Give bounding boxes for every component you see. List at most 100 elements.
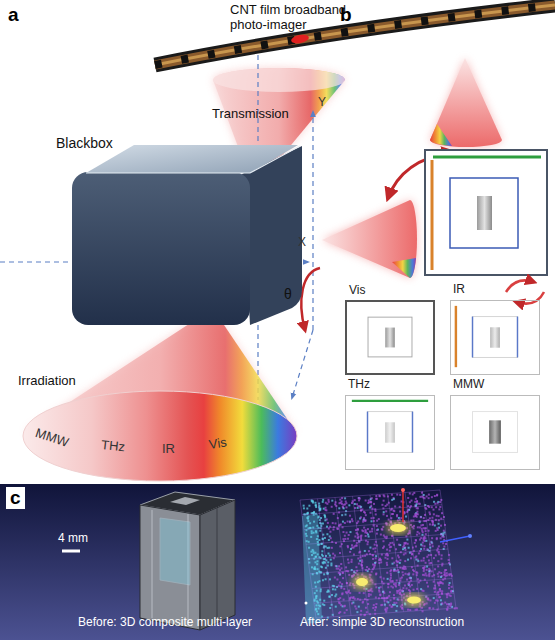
cloud-point — [376, 525, 378, 527]
view-panel: MMW — [450, 395, 540, 470]
cloud-point — [322, 499, 324, 501]
composite-square — [425, 150, 547, 275]
cloud-point — [325, 509, 327, 511]
cloud-point — [420, 516, 422, 518]
cloud-point — [399, 494, 401, 496]
cloud-point — [431, 517, 433, 519]
cloud-point — [357, 505, 359, 507]
cloud-point — [371, 520, 373, 522]
render-axis — [440, 536, 470, 542]
cloud-point — [344, 497, 346, 499]
cloud-point — [354, 499, 356, 501]
cloud-point — [433, 597, 435, 599]
cloud-point — [320, 566, 322, 568]
cloud-point — [323, 558, 325, 560]
cloud-point — [323, 600, 325, 602]
cloud-point — [408, 572, 410, 574]
cloud-point — [315, 504, 317, 506]
cloud-point — [440, 525, 442, 527]
cloud-point — [379, 594, 381, 596]
cloud-point — [351, 559, 353, 561]
cloud-point — [406, 539, 408, 541]
core-bar — [477, 196, 492, 230]
cloud-point — [433, 513, 435, 515]
cloud-point — [389, 591, 391, 593]
cloud-point — [365, 535, 367, 537]
cloud-point — [426, 565, 428, 567]
cloud-point — [409, 577, 411, 579]
cloud-point — [335, 594, 337, 596]
cloud-point — [403, 553, 405, 555]
cloud-point — [425, 540, 427, 542]
cube-top — [86, 145, 298, 173]
cloud-point — [398, 592, 400, 594]
cloud-point — [391, 606, 393, 608]
cloud-point — [433, 557, 435, 559]
cloud-point — [337, 528, 339, 530]
cloud-point — [413, 527, 415, 529]
cloud-point — [356, 545, 358, 547]
cloud-point — [399, 519, 401, 521]
pixel-blocks — [155, 5, 555, 65]
cloud-point — [341, 593, 343, 595]
cloud-point — [321, 566, 323, 568]
cloud-point — [342, 521, 344, 523]
cloud-point — [374, 544, 376, 546]
cloud-point — [410, 500, 412, 502]
cloud-point — [357, 507, 359, 509]
cloud-point — [438, 515, 440, 517]
thz-layer-line — [352, 400, 428, 402]
cloud-point — [426, 495, 428, 497]
cloud-point — [441, 582, 443, 584]
cloud-point — [410, 577, 412, 579]
cloud-point — [389, 542, 391, 544]
cloud-point — [347, 538, 349, 540]
cloud-point — [448, 587, 450, 589]
cloud-point — [390, 599, 392, 601]
cloud-point — [415, 545, 417, 547]
cloud-point — [444, 573, 446, 575]
cube-edge — [86, 146, 300, 173]
cloud-point — [399, 510, 401, 512]
cloud-point — [340, 587, 342, 589]
cloud-point — [353, 554, 355, 556]
cloud-point — [334, 589, 336, 591]
cloud-point — [362, 530, 364, 532]
cloud-point — [448, 603, 450, 605]
cloud-point — [393, 569, 395, 571]
cloud-point — [366, 611, 368, 613]
cloud-point — [432, 521, 434, 523]
node-text: Vis — [208, 436, 228, 453]
cloud-point — [338, 507, 340, 509]
cloud-point — [375, 586, 377, 588]
cloud-point — [335, 565, 337, 567]
cloud-point — [356, 611, 358, 613]
cloud-point — [362, 601, 364, 603]
cloud-point — [334, 577, 336, 579]
beam-cone-up — [430, 58, 502, 147]
cloud-point — [390, 577, 392, 579]
cloud-point — [431, 542, 433, 544]
cloud-point — [372, 563, 374, 565]
cloud-point — [434, 568, 436, 570]
cloud-point — [332, 553, 334, 555]
cloud-point — [344, 605, 346, 607]
cloud-point — [351, 544, 353, 546]
cloud-point — [404, 549, 406, 551]
cloud-point — [351, 576, 353, 578]
cloud-point — [354, 545, 356, 547]
cloud-point — [404, 547, 406, 549]
cloud-point — [325, 578, 327, 580]
cloud-point — [367, 590, 369, 592]
imager-band-highlight — [155, 5, 555, 65]
cloud-point — [406, 579, 408, 581]
node-outline — [451, 396, 539, 469]
cloud-point — [336, 568, 338, 570]
cloud-point — [436, 494, 438, 496]
cloud-point — [329, 596, 331, 598]
cloud-point — [329, 607, 331, 609]
node-text: MMW — [453, 378, 484, 392]
cloud-point — [415, 514, 417, 516]
cloud-point — [340, 502, 342, 504]
cloud-point — [389, 550, 391, 552]
